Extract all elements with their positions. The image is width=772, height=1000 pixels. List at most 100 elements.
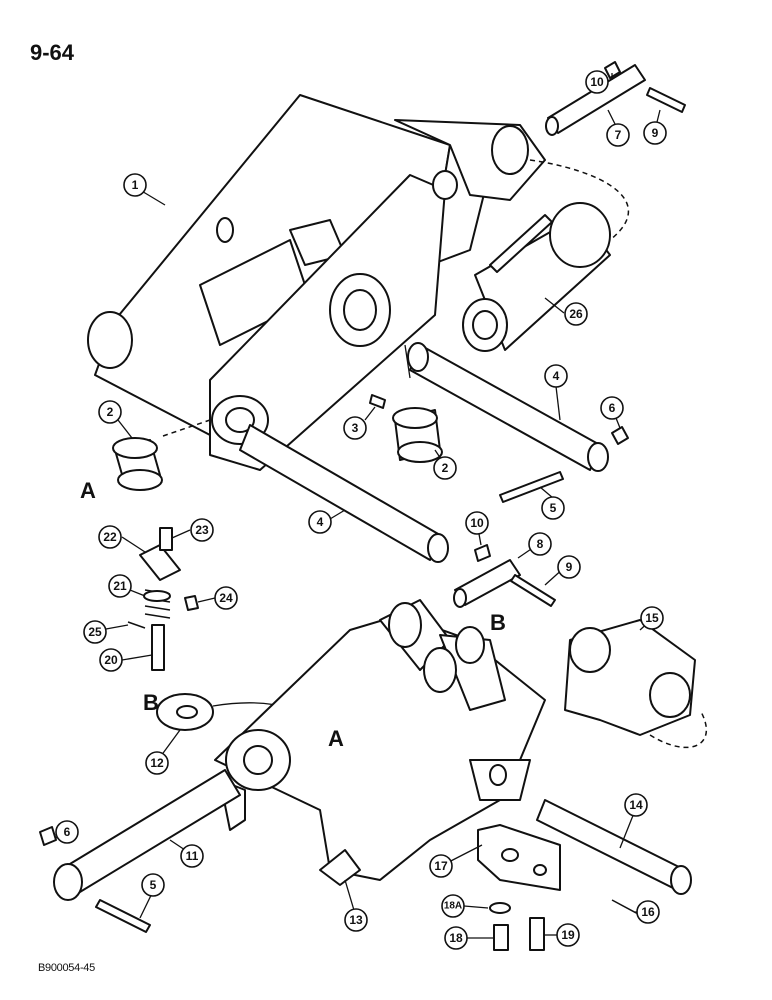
svg-text:5: 5 <box>150 878 157 892</box>
callout-17: 17 <box>429 854 453 878</box>
latch-pin-part-20 <box>151 624 165 671</box>
callout-10-lower: 10 <box>465 511 489 535</box>
svg-text:20: 20 <box>104 653 118 667</box>
svg-text:12: 12 <box>150 756 164 770</box>
callout-26: 26 <box>564 302 588 326</box>
svg-text:25: 25 <box>88 625 102 639</box>
cylinder-part-26 <box>462 202 611 352</box>
pin-part-4-lower <box>239 424 449 563</box>
callout-2-right: 2 <box>433 456 457 480</box>
callout-4-lower: 4 <box>308 510 332 534</box>
figure-code: B900054-45 <box>38 962 95 974</box>
page-number: 9-64 <box>30 40 75 65</box>
callout-6-lower: 6 <box>55 820 79 844</box>
callout-18a: 18A <box>441 894 465 918</box>
callout-5-upper: 5 <box>541 496 565 520</box>
svg-text:2: 2 <box>442 461 449 475</box>
svg-text:4: 4 <box>317 515 324 529</box>
svg-text:14: 14 <box>629 798 643 812</box>
svg-text:3: 3 <box>352 421 359 435</box>
reference-letter-b-right: B <box>490 610 506 635</box>
pin-part-11 <box>53 769 241 901</box>
reference-letter-b-left: B <box>143 690 159 715</box>
reference-letter-a-lower: A <box>328 726 344 751</box>
callout-18: 18 <box>444 926 468 950</box>
leader-lines <box>54 73 661 939</box>
svg-text:19: 19 <box>561 928 575 942</box>
callout-11: 11 <box>180 844 204 868</box>
svg-text:23: 23 <box>195 523 209 537</box>
svg-text:10: 10 <box>470 516 484 530</box>
svg-text:2: 2 <box>107 405 114 419</box>
svg-text:21: 21 <box>113 579 127 593</box>
svg-text:15: 15 <box>645 611 659 625</box>
svg-text:6: 6 <box>609 401 616 415</box>
plate-part-17 <box>477 824 561 891</box>
washer-part-12 <box>156 693 214 731</box>
callout-12: 12 <box>145 751 169 775</box>
nut-part-24 <box>184 595 199 611</box>
pin-part-8 <box>453 559 521 608</box>
nut-part-10-lower <box>474 544 491 562</box>
fitting-part-3 <box>369 394 386 409</box>
callout-24: 24 <box>214 586 238 610</box>
svg-text:5: 5 <box>550 501 557 515</box>
roll-pin-part-25 <box>127 621 146 629</box>
svg-text:11: 11 <box>186 849 199 863</box>
bolt-part-9-upper <box>646 87 686 113</box>
callout-8: 8 <box>528 532 552 556</box>
nut-part-10-upper <box>604 61 621 79</box>
bolt-part-9-lower <box>510 574 556 607</box>
svg-text:9: 9 <box>652 126 659 140</box>
nut-part-6-upper <box>611 426 629 445</box>
pin-part-14 <box>536 799 692 895</box>
svg-text:16: 16 <box>641 905 655 919</box>
latch-part-15 <box>564 619 696 736</box>
svg-text:4: 4 <box>553 369 560 383</box>
bolt-part-23 <box>159 527 173 551</box>
callout-2-left: 2 <box>98 400 122 424</box>
flow-arrow <box>404 344 411 379</box>
pin-part-4-upper <box>407 342 609 472</box>
bolt-part-5-upper <box>499 471 564 503</box>
roll-pin-part-16 <box>611 899 641 916</box>
cylinder-hidden-line <box>529 159 630 241</box>
svg-text:18: 18 <box>449 931 463 945</box>
callout-4-upper: 4 <box>544 364 568 388</box>
callout-7: 7 <box>606 123 630 147</box>
callout-13: 13 <box>344 908 368 932</box>
callout-9-upper: 9 <box>643 121 667 145</box>
callout-21: 21 <box>108 574 132 598</box>
svg-text:13: 13 <box>349 913 363 927</box>
callout-6-upper: 6 <box>600 396 624 420</box>
callout-23: 23 <box>190 518 214 542</box>
svg-text:9: 9 <box>566 560 573 574</box>
callout-16: 16 <box>636 900 660 924</box>
bushing-part-2-left <box>112 437 163 491</box>
svg-text:6: 6 <box>64 825 71 839</box>
svg-text:17: 17 <box>434 859 448 873</box>
callout-20: 20 <box>99 648 123 672</box>
callout-14: 14 <box>624 793 648 817</box>
bushing-part-2-right <box>392 407 443 463</box>
reference-letter-a-upper: A <box>80 478 96 503</box>
bolt-part-5-lower <box>95 899 151 933</box>
bolt-part-19 <box>529 917 545 951</box>
spring-part-21 <box>143 589 171 619</box>
upper-frame <box>87 94 546 471</box>
svg-text:22: 22 <box>103 530 117 544</box>
svg-text:10: 10 <box>590 75 604 89</box>
svg-text:1: 1 <box>132 178 139 192</box>
callout-22: 22 <box>98 525 122 549</box>
callout-9-lower: 9 <box>557 555 581 579</box>
svg-text:24: 24 <box>219 591 233 605</box>
svg-text:7: 7 <box>615 128 622 142</box>
callout-10-upper: 10 <box>585 70 609 94</box>
callout-19: 19 <box>556 923 580 947</box>
washer-part-18a <box>489 902 511 914</box>
callout-5-lower: 5 <box>141 873 165 897</box>
callout-1: 1 <box>123 173 147 197</box>
svg-text:8: 8 <box>537 537 544 551</box>
